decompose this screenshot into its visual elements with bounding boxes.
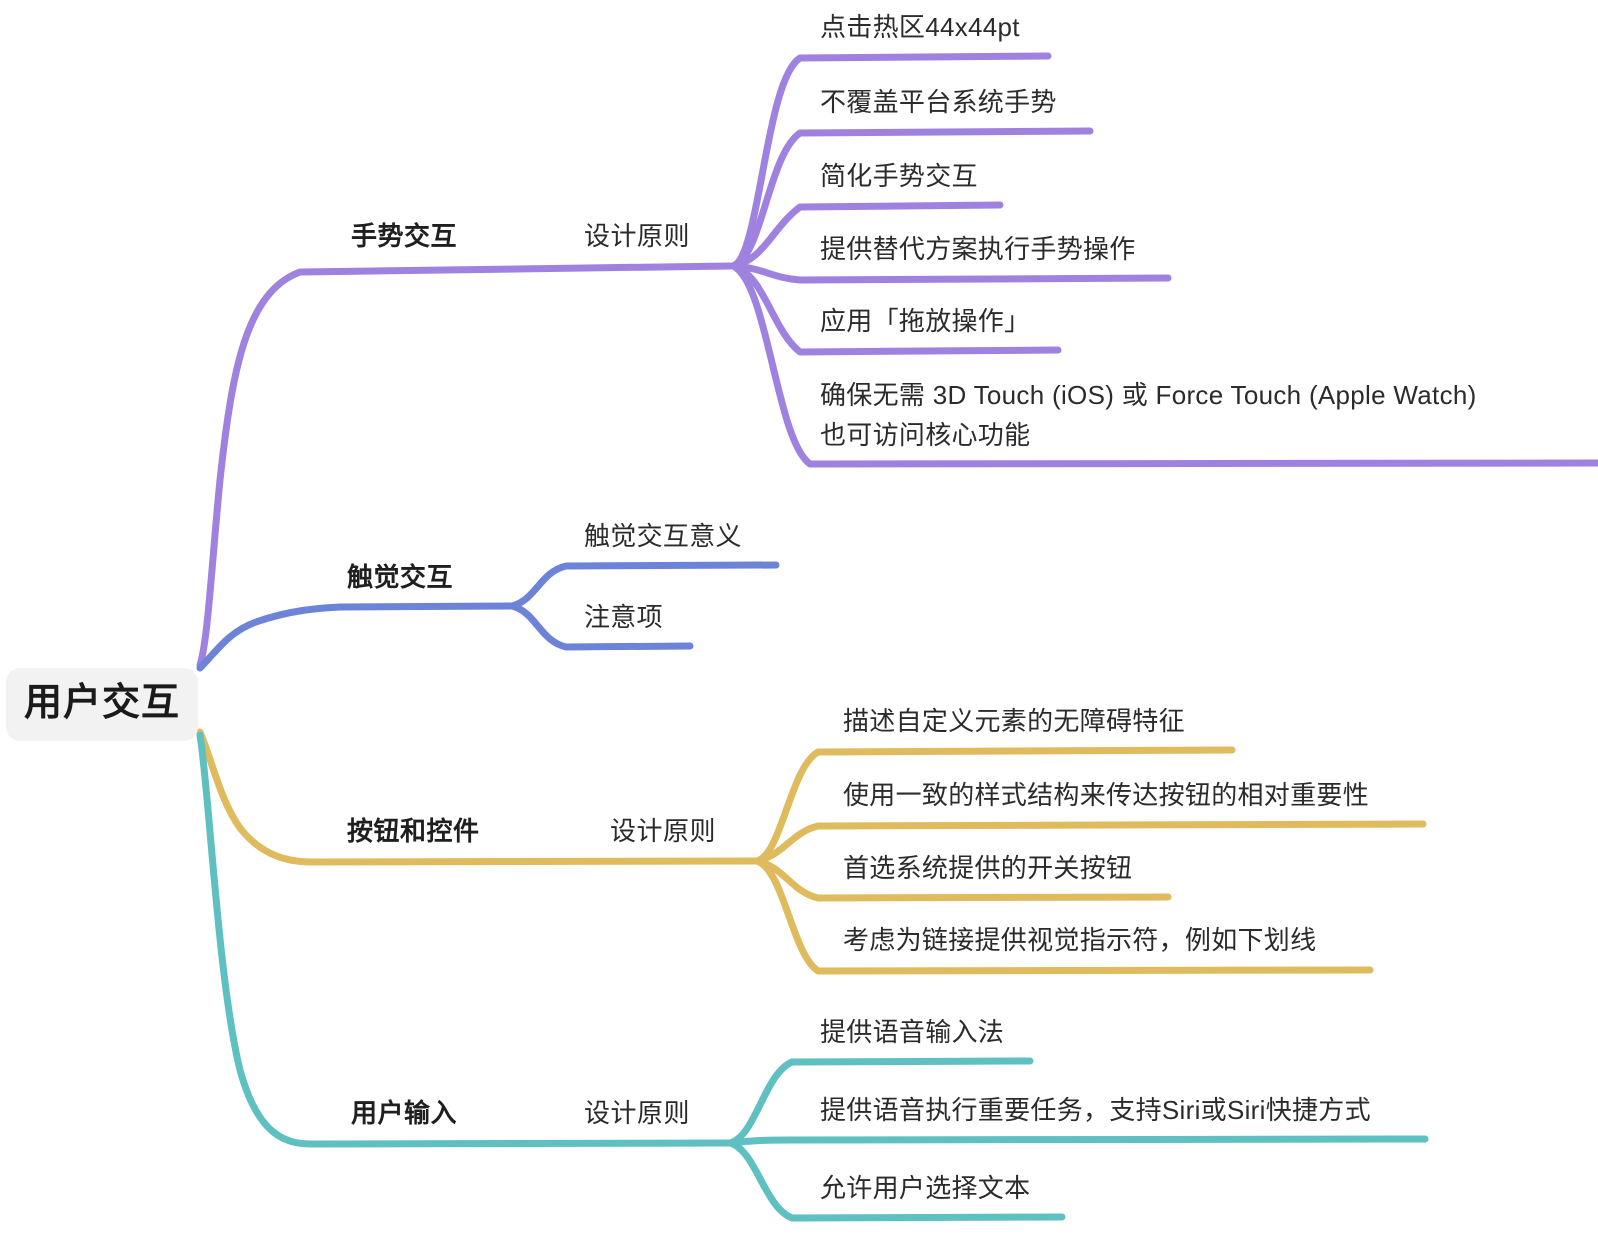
leaf-node-gesture-6[interactable]: 确保无需 3D Touch (iOS) 或 Force Touch (Apple… [820,375,1560,456]
leaf-node-haptic-1[interactable]: 触觉交互意义 [584,521,742,551]
edge-gesture-leaf-3 [729,201,1004,270]
edge-root-to-haptic [196,602,514,672]
sub-node-controls-design-principles[interactable]: 设计原则 [610,816,717,846]
edge-input-leaf-1 [726,1057,1034,1147]
branch-node-gesture[interactable]: 手势交互 [351,221,458,251]
edge-controls-leaf-4 [753,857,1374,975]
leaf-node-user-input-3[interactable]: 允许用户选择文本 [820,1173,1031,1203]
root-node[interactable]: 用户交互 [6,668,199,742]
edge-root-to-controls [196,728,759,866]
edge-controls-leaf-2 [753,820,1427,865]
leaf-node-gesture-6-line-2: 也可访问核心功能 [820,420,1031,451]
leaf-node-controls-1[interactable]: 描述自定义元素的无障碍特征 [843,706,1185,736]
branch-node-controls[interactable]: 按钮和控件 [347,816,480,846]
leaf-node-user-input-2[interactable]: 提供语音执行重要任务，支持Siri或Siri快捷方式 [820,1095,1371,1125]
edge-input-leaf-3 [726,1139,1066,1222]
leaf-node-gesture-4[interactable]: 提供替代方案执行手势操作 [820,234,1136,264]
edge-gesture-leaf-2 [729,127,1094,270]
leaf-node-gesture-6-line-1: 确保无需 3D Touch (iOS) 或 Force Touch (Apple… [820,380,1477,410]
edge-gesture-leaf-4 [729,262,1172,284]
edge-haptic-leaf-2 [508,602,694,651]
leaf-node-haptic-2[interactable]: 注意项 [584,602,663,632]
leaf-node-controls-4[interactable]: 考虑为链接提供视觉指示符，例如下划线 [843,925,1317,955]
edge-root-to-gesture [196,262,734,669]
edge-haptic-leaf-1 [508,561,780,610]
edge-gesture-leaf-6 [729,262,1598,468]
sub-node-gesture-design-principles[interactable]: 设计原则 [584,221,691,251]
leaf-node-gesture-2[interactable]: 不覆盖平台系统手势 [820,87,1057,117]
edge-input-leaf-2 [726,1135,1429,1147]
edge-root-to-input [196,731,732,1148]
sub-node-user-input-design-principles[interactable]: 设计原则 [584,1098,691,1128]
branch-node-haptic[interactable]: 触觉交互 [347,562,454,592]
leaf-node-controls-2[interactable]: 使用一致的样式结构来传达按钮的相对重要性 [843,780,1370,810]
branch-node-user-input[interactable]: 用户输入 [351,1098,458,1128]
leaf-node-gesture-5[interactable]: 应用「拖放操作」 [820,306,1031,336]
leaf-node-controls-3[interactable]: 首选系统提供的开关按钮 [843,853,1133,883]
leaf-node-gesture-1[interactable]: 点击热区44x44pt [820,12,1020,42]
leaf-node-user-input-1[interactable]: 提供语音输入法 [820,1017,1005,1047]
leaf-node-gesture-3[interactable]: 简化手势交互 [820,161,978,191]
